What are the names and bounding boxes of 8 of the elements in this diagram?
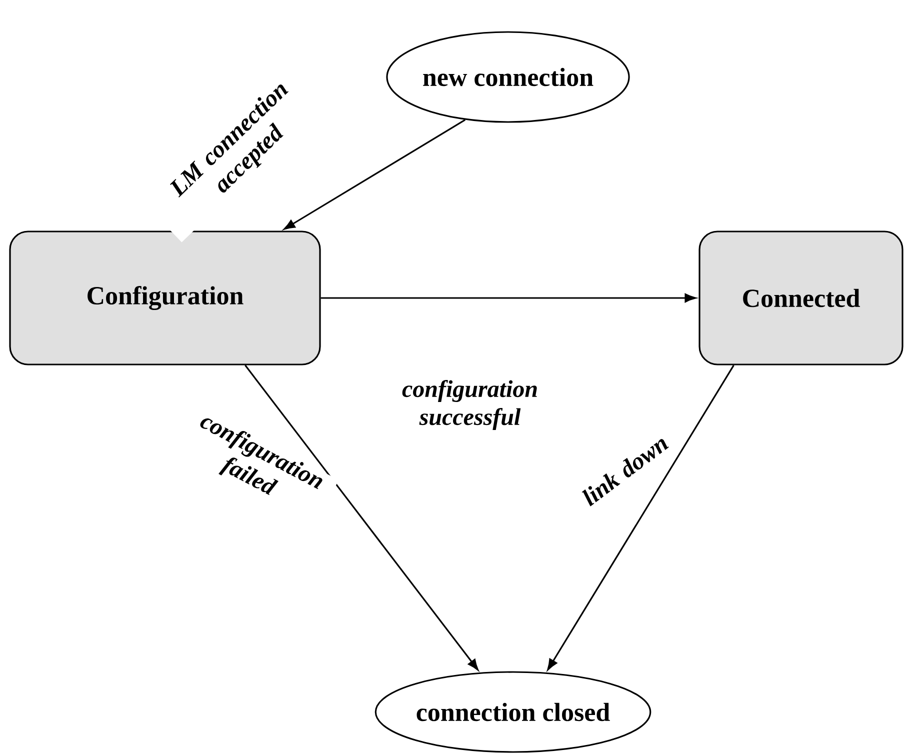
arrow: [547, 364, 734, 670]
edge-label: configuration successful: [389, 379, 551, 431]
arrow: [284, 119, 466, 230]
state-box: Connected: [698, 230, 904, 366]
arrow: [244, 364, 478, 670]
state-box: Configuration: [9, 230, 321, 366]
arrow: [320, 294, 696, 302]
edge-label: link down: [566, 422, 684, 518]
